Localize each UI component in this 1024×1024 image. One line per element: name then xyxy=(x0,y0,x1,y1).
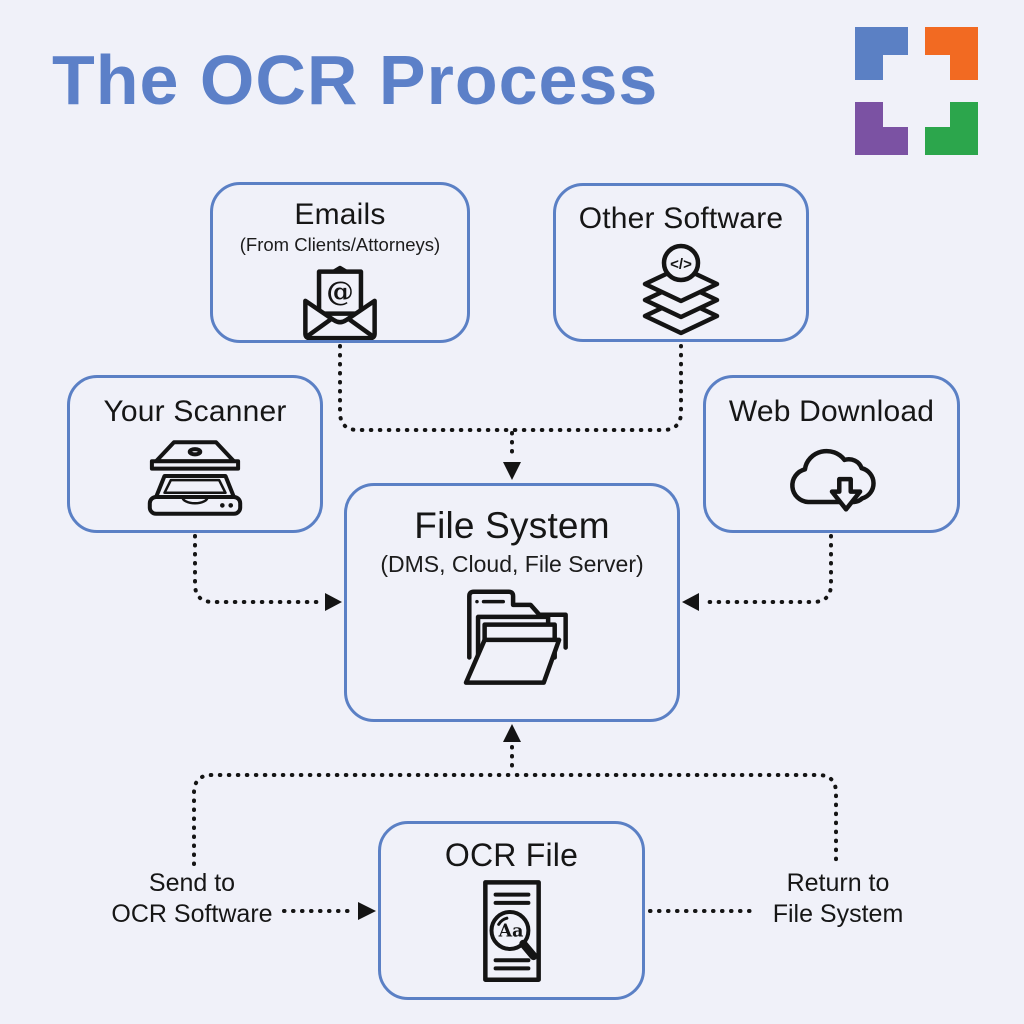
logo-corner-top-left xyxy=(855,27,908,80)
return-to-line2: File System xyxy=(772,900,904,928)
emails-box: Emails (From Clients/Attorneys) @ xyxy=(210,182,470,343)
return-to-line1: Return to xyxy=(786,869,890,897)
file-system-box: File System (DMS, Cloud, File Server) xyxy=(344,483,680,722)
send-to-line2: OCR Software xyxy=(111,900,273,928)
ocr-file-title: OCR File xyxy=(444,837,579,873)
ocr-aa-glyph: Aa xyxy=(497,921,523,941)
code-layers-icon: </> xyxy=(629,237,733,337)
arrowhead-into-ocrfile xyxy=(358,902,376,920)
logo-corner-top-right xyxy=(925,27,978,80)
cloud-download-icon xyxy=(780,432,884,518)
file-system-title: File System xyxy=(414,505,610,546)
logo-corner-bottom-left xyxy=(855,102,908,155)
folder-documents-icon xyxy=(449,583,575,687)
web-download-box: Web Download xyxy=(703,375,960,533)
scanner-icon xyxy=(142,436,248,518)
arrowhead-into-filesystem-left xyxy=(325,593,342,611)
ocr-document-magnifier-icon: Aa xyxy=(471,877,553,985)
arrowhead-into-filesystem-top xyxy=(503,462,521,480)
brand-logo xyxy=(855,27,978,155)
arrowhead-into-filesystem-bottom xyxy=(503,724,521,742)
send-to-line1: Send to xyxy=(148,869,236,897)
page-title: The OCR Process xyxy=(52,41,659,119)
file-system-subtitle: (DMS, Cloud, File Server) xyxy=(380,550,644,577)
email-at-glyph: @ xyxy=(326,275,353,307)
email-envelope-icon: @ xyxy=(292,258,388,340)
connector-webdownload-to-filesystem xyxy=(702,534,833,604)
web-download-title: Web Download xyxy=(728,395,935,428)
emails-title: Emails xyxy=(294,198,386,231)
your-scanner-box: Your Scanner xyxy=(67,375,323,533)
your-scanner-title: Your Scanner xyxy=(103,395,287,428)
connector-emails-othersoftware-junction xyxy=(338,344,683,432)
arrowhead-into-filesystem-right xyxy=(682,593,699,611)
ocr-file-box: OCR File Aa xyxy=(378,821,645,1000)
other-software-box: Other Software </> xyxy=(553,183,809,342)
send-to-ocr-label: Send to OCR Software xyxy=(82,868,302,930)
emails-subtitle: (From Clients/Attorneys) xyxy=(239,233,441,255)
code-glyph: </> xyxy=(670,256,692,273)
connector-scanner-to-filesystem xyxy=(193,534,322,604)
logo-corner-bottom-right xyxy=(925,102,978,155)
return-to-filesystem-label: Return to File System xyxy=(728,868,948,930)
other-software-title: Other Software xyxy=(578,202,784,235)
